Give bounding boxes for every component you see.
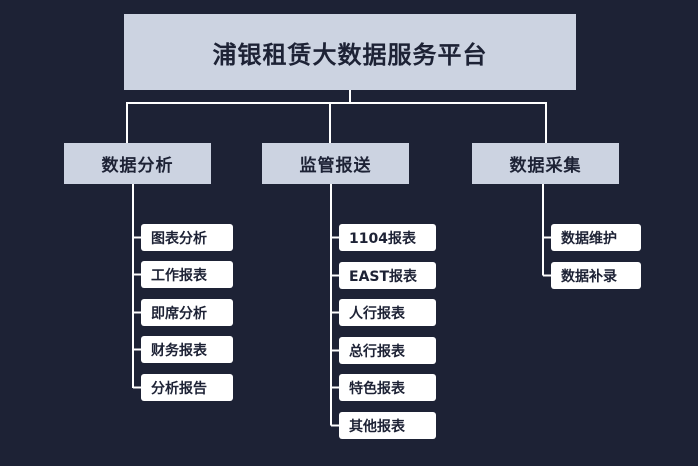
leaf-node: 财务报表 <box>141 336 233 363</box>
leaf-node: 人行报表 <box>339 299 436 326</box>
leaf-node: 总行报表 <box>339 337 436 364</box>
leaf-node: EAST报表 <box>339 262 436 289</box>
leaf-node: 1104报表 <box>339 224 436 251</box>
leaf-node: 其他报表 <box>339 412 436 439</box>
branch-regulatory-reporting: 监管报送 <box>262 143 409 184</box>
diagram-title: 浦银租赁大数据服务平台 <box>124 14 576 90</box>
branch-data-analysis: 数据分析 <box>64 143 211 184</box>
leaf-node: 工作报表 <box>141 261 233 288</box>
leaf-node: 数据补录 <box>551 262 641 289</box>
leaf-node: 即席分析 <box>141 299 233 326</box>
leaf-node: 数据维护 <box>551 224 641 251</box>
leaf-node: 特色报表 <box>339 374 436 401</box>
branch-data-collection: 数据采集 <box>472 143 619 184</box>
leaf-node: 图表分析 <box>141 224 233 251</box>
leaf-node: 分析报告 <box>141 374 233 401</box>
